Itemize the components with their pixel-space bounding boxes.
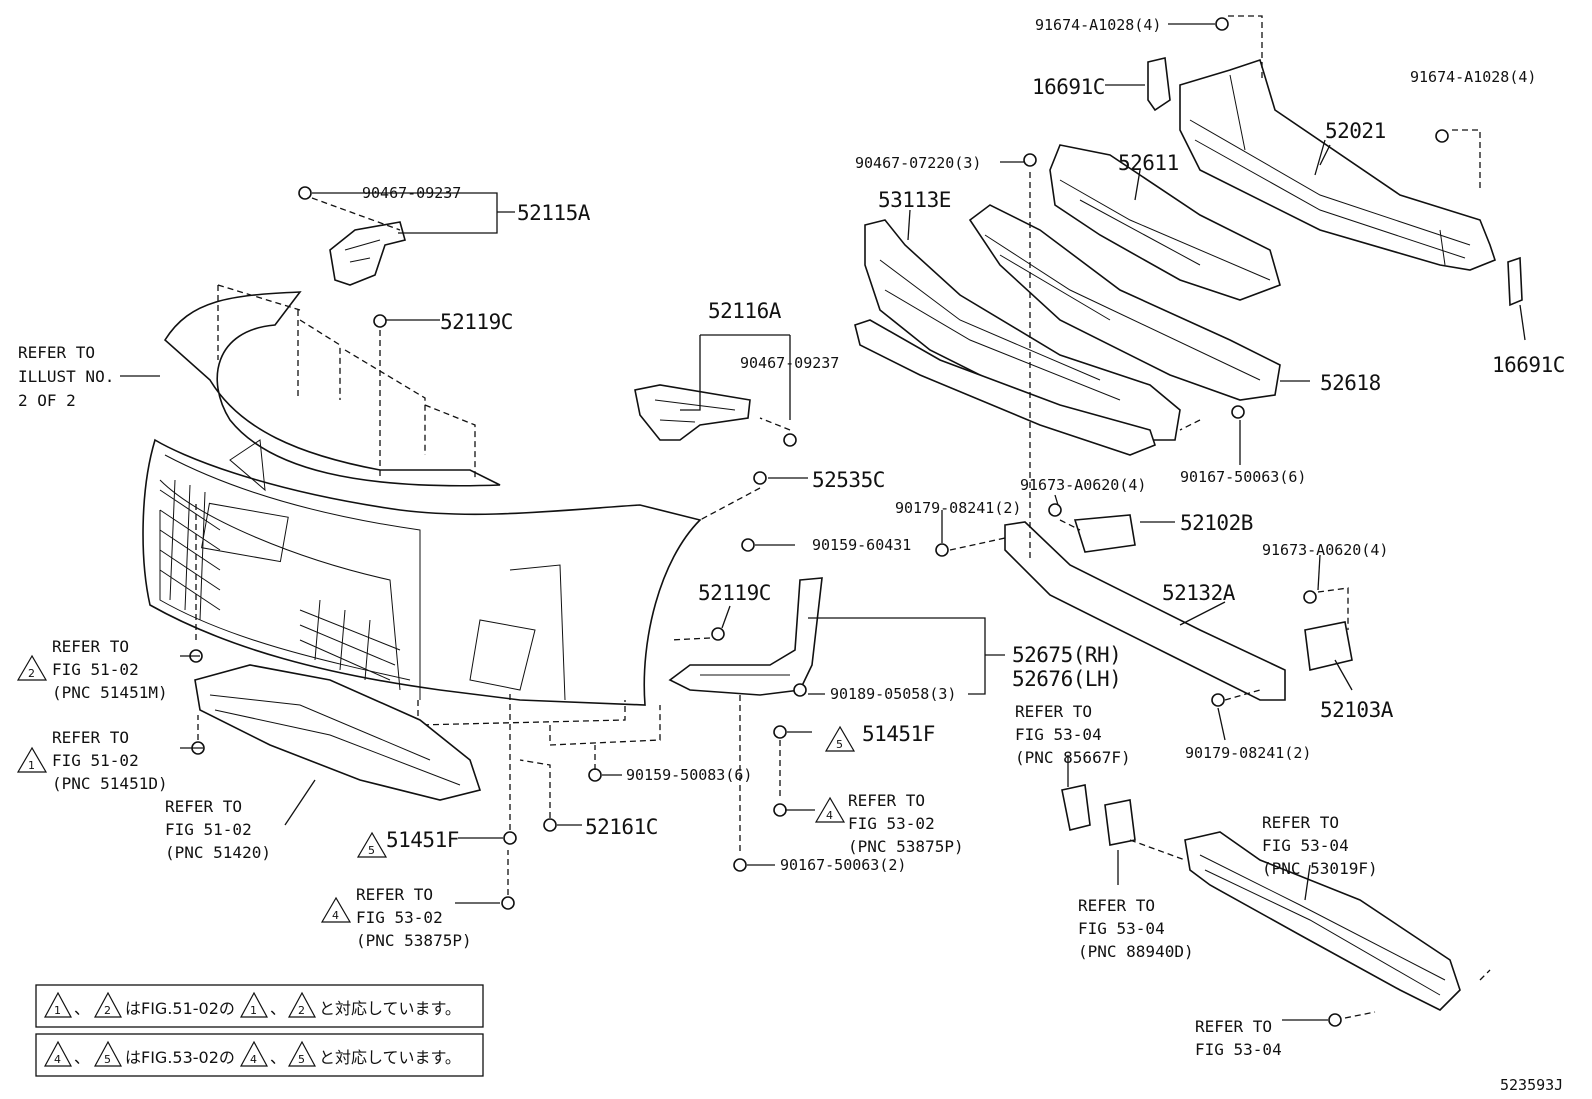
ref-53019f: REFER TO FIG 53-04 (PNC 53019F) (1262, 813, 1378, 878)
bumper-cover-drawing (142, 291, 702, 706)
mark-1-triangle-a (16, 746, 48, 773)
ref-88940d: REFER TO FIG 53-04 (PNC 88940D) (1078, 896, 1194, 961)
label-52116a: 52116A (708, 299, 782, 323)
label-52676-lh: 52676(LH) (1012, 667, 1121, 691)
ref-53-04: REFER TO FIG 53-04 (1195, 1017, 1282, 1059)
svg-text:1: 1 (54, 1004, 61, 1017)
ref-85667f: REFER TO FIG 53-04 (PNC 85667F) (1015, 702, 1131, 767)
mark-5-triangle-a (824, 725, 856, 752)
mark-4-triangle-a (814, 796, 846, 823)
label-90467-07220: 90467-07220(3) (855, 154, 981, 172)
label-90189-05058: 90189-05058(3) (830, 685, 956, 703)
svg-text:、: 、 (270, 1048, 286, 1067)
svg-text:4: 4 (332, 909, 339, 922)
label-52103a: 52103A (1320, 698, 1394, 722)
svg-text:2: 2 (28, 667, 35, 680)
label-91673-a0620-right: 91673-A0620(4) (1262, 541, 1388, 559)
label-52161c: 52161C (585, 815, 658, 839)
label-16691c-top: 16691C (1032, 75, 1105, 99)
pad-16691c-right-drawing (1507, 256, 1523, 307)
mud-guard-drawing (668, 577, 823, 696)
label-91673-a0620-top: 91673-A0620(4) (1020, 476, 1146, 494)
label-51451f-mid: 51451F (862, 722, 935, 746)
svg-text:4: 4 (826, 809, 833, 822)
leader-lines (120, 23, 1526, 1021)
label-91674-a1028-top: 91674-A1028(4) (1035, 16, 1161, 34)
label-52115a: 52115A (517, 201, 591, 225)
mark-4-triangle-b (320, 896, 352, 923)
bracket-52116a-drawing (634, 384, 751, 441)
label-90167-50063-6: 90167-50063(6) (1180, 468, 1306, 486)
legend-text-1b: と対応しています。 (319, 999, 461, 1018)
ref-51451d: REFER TO FIG 51-02 (PNC 51451D) (52, 728, 168, 793)
label-90179-08241-bottom: 90179-08241(2) (1185, 744, 1311, 762)
svg-text:1: 1 (250, 1004, 257, 1017)
label-52535c: 52535C (812, 468, 885, 492)
ref-53875p-bottom: REFER TO FIG 53-02 (PNC 53875P) (356, 885, 472, 950)
refer-notes: REFER TO ILLUST NO. 2 OF 2 2 REFER TO FI… (16, 343, 1378, 1059)
retainer-53113e-drawing (854, 219, 1181, 456)
svg-text:、: 、 (270, 999, 286, 1018)
legend-text-1: はFIG.51-02の (125, 999, 235, 1018)
legend-text-2: はFIG.53-02の (125, 1048, 235, 1067)
label-52021: 52021 (1325, 119, 1386, 143)
ref-51451m: REFER TO FIG 51-02 (PNC 51451M) (52, 637, 168, 702)
absorber-52611-drawing (1049, 144, 1281, 301)
grille-mesh (159, 479, 401, 681)
fasteners (189, 17, 1449, 1027)
label-90467-09237-mid: 90467-09237 (740, 354, 839, 372)
ref-53875p-mid: REFER TO FIG 53-02 (PNC 53875P) (848, 791, 964, 856)
svg-text:1: 1 (28, 759, 35, 772)
assembly-lines (195, 15, 1491, 1019)
absorber-52618-drawing (968, 204, 1281, 401)
label-52119c-mid: 52119C (698, 581, 771, 605)
svg-text:5: 5 (368, 844, 375, 857)
svg-text:5: 5 (104, 1053, 111, 1066)
pad-16691c-top-drawing (1147, 57, 1171, 112)
label-52611: 52611 (1118, 151, 1179, 175)
label-90159-50083: 90159-50083(6) (626, 766, 752, 784)
label-52102b: 52102B (1180, 511, 1253, 535)
svg-text:4: 4 (250, 1053, 257, 1066)
label-52119c-top: 52119C (440, 310, 513, 334)
label-52618: 52618 (1320, 371, 1381, 395)
bracket-88940d-drawing (1104, 799, 1136, 846)
svg-text:、: 、 (74, 1048, 90, 1067)
label-51451f-bottom: 51451F (386, 828, 459, 852)
label-16691c-right: 16691C (1492, 353, 1565, 377)
ref-illust: REFER TO ILLUST NO. 2 OF 2 (18, 343, 124, 410)
legend: 1 、 2 はFIG.51-02の 1 、 2 と対応しています。 4 、 5 … (35, 984, 484, 1077)
bumper-guides (217, 284, 661, 746)
mark-2-triangle-a (16, 654, 48, 681)
svg-text:、: 、 (74, 999, 90, 1018)
under-cover-drawing (194, 664, 482, 801)
part-labels: 91674-A1028(4) 16691C 91674-A1028(4) 520… (362, 16, 1565, 874)
bracket-52103a-drawing (1304, 621, 1353, 671)
svg-text:2: 2 (104, 1004, 111, 1017)
legend-text-2b: と対応しています。 (319, 1048, 461, 1067)
ref-51420: REFER TO FIG 51-02 (PNC 51420) (165, 797, 271, 862)
reinforcement-52132a-drawing (1004, 521, 1286, 701)
label-90179-08241-top: 90179-08241(2) (895, 499, 1021, 517)
svg-text:2: 2 (298, 1004, 305, 1017)
reinforcement-52021-drawing (1179, 58, 1496, 271)
label-90167-50063-2: 90167-50063(2) (780, 856, 906, 874)
bracket-85667f-drawing (1061, 784, 1091, 831)
svg-text:5: 5 (298, 1053, 305, 1066)
label-90159-60431: 90159-60431 (812, 536, 911, 554)
label-53113e: 53113E (878, 188, 951, 212)
label-90467-09237-top: 90467-09237 (362, 184, 461, 202)
bracket-52102b-drawing (1073, 514, 1136, 553)
figure-code: 523593J (1500, 1076, 1563, 1094)
label-52132a: 52132A (1162, 581, 1236, 605)
mark-5-triangle-b (356, 831, 388, 858)
bracket-52115a-drawing (329, 221, 406, 286)
label-52675-rh: 52675(RH) (1012, 643, 1121, 667)
svg-text:5: 5 (836, 738, 843, 751)
svg-text:4: 4 (54, 1053, 61, 1066)
lower-member-drawing (1184, 831, 1461, 1011)
label-91674-a1028-right: 91674-A1028(4) (1410, 68, 1536, 86)
